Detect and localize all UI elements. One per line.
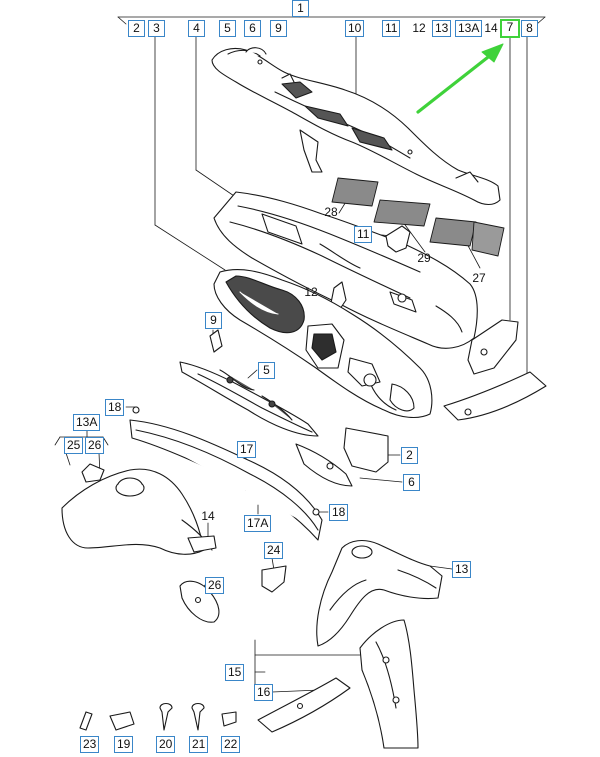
label-14-mid: 14	[201, 509, 215, 523]
part-small-brackets	[329, 225, 411, 313]
callout-11-mid[interactable]: 11	[354, 226, 373, 243]
label-12-mid: 12	[304, 285, 318, 299]
callout-17[interactable]: 17	[237, 441, 257, 458]
callout-26-upper[interactable]: 26	[85, 437, 105, 454]
callout-10[interactable]: 10	[345, 20, 365, 37]
callout-4[interactable]: 4	[188, 20, 205, 37]
callout-19[interactable]: 19	[114, 736, 134, 753]
callout-22[interactable]: 22	[221, 736, 241, 753]
callout-13[interactable]: 13	[432, 20, 452, 37]
part-insulation-pads	[331, 177, 505, 257]
part-bulkhead	[213, 269, 433, 419]
part-crossmember-lower	[179, 329, 319, 437]
label-12: 12	[412, 21, 426, 35]
label-14: 14	[484, 21, 498, 35]
callout-5[interactable]: 5	[219, 20, 236, 37]
callout-25[interactable]: 25	[64, 437, 84, 454]
callout-18-upper[interactable]: 18	[105, 399, 125, 416]
callout-13a[interactable]: 13A	[455, 20, 483, 37]
part-a-pillar-lower	[257, 619, 419, 749]
callout-18-lower[interactable]: 18	[329, 504, 349, 521]
callout-1[interactable]: 1	[292, 0, 309, 17]
callout-9-mid[interactable]: 9	[205, 312, 222, 329]
callout-11[interactable]: 11	[382, 20, 401, 37]
part-right-wheelhouse	[316, 539, 443, 647]
callout-9[interactable]: 9	[270, 20, 287, 37]
part-left-wheelhouse	[61, 463, 213, 555]
part-upper-bulkhead	[213, 191, 478, 349]
part-small-panel	[261, 565, 287, 593]
callout-15[interactable]: 15	[225, 664, 245, 681]
label-29: 29	[417, 251, 431, 265]
callout-2[interactable]: 2	[128, 20, 145, 37]
callout-24[interactable]: 24	[264, 542, 284, 559]
fasteners	[79, 702, 237, 731]
part-long-rail	[129, 406, 323, 541]
callout-17a[interactable]: 17A	[244, 515, 272, 532]
callout-16[interactable]: 16	[254, 684, 274, 701]
callout-20[interactable]: 20	[156, 736, 176, 753]
label-28: 28	[324, 205, 338, 219]
arrow-pointer	[416, 43, 504, 114]
callout-13a-left[interactable]: 13A	[73, 414, 101, 431]
callout-6-mid[interactable]: 6	[403, 474, 420, 491]
callout-5-mid[interactable]: 5	[258, 362, 275, 379]
part-side-brackets	[295, 427, 389, 487]
part-right-brackets	[443, 319, 547, 421]
label-27: 27	[472, 271, 486, 285]
callout-7-highlighted[interactable]: 7	[500, 19, 520, 38]
callout-13-right[interactable]: 13	[452, 561, 472, 578]
callout-3[interactable]: 3	[148, 20, 165, 37]
callout-6[interactable]: 6	[244, 20, 261, 37]
part-plenum-cover	[211, 47, 501, 206]
callout-2-mid[interactable]: 2	[401, 447, 418, 464]
callout-23[interactable]: 23	[80, 736, 100, 753]
callout-21[interactable]: 21	[189, 736, 209, 753]
callout-8[interactable]: 8	[521, 20, 538, 37]
callout-26-lower[interactable]: 26	[205, 577, 225, 594]
